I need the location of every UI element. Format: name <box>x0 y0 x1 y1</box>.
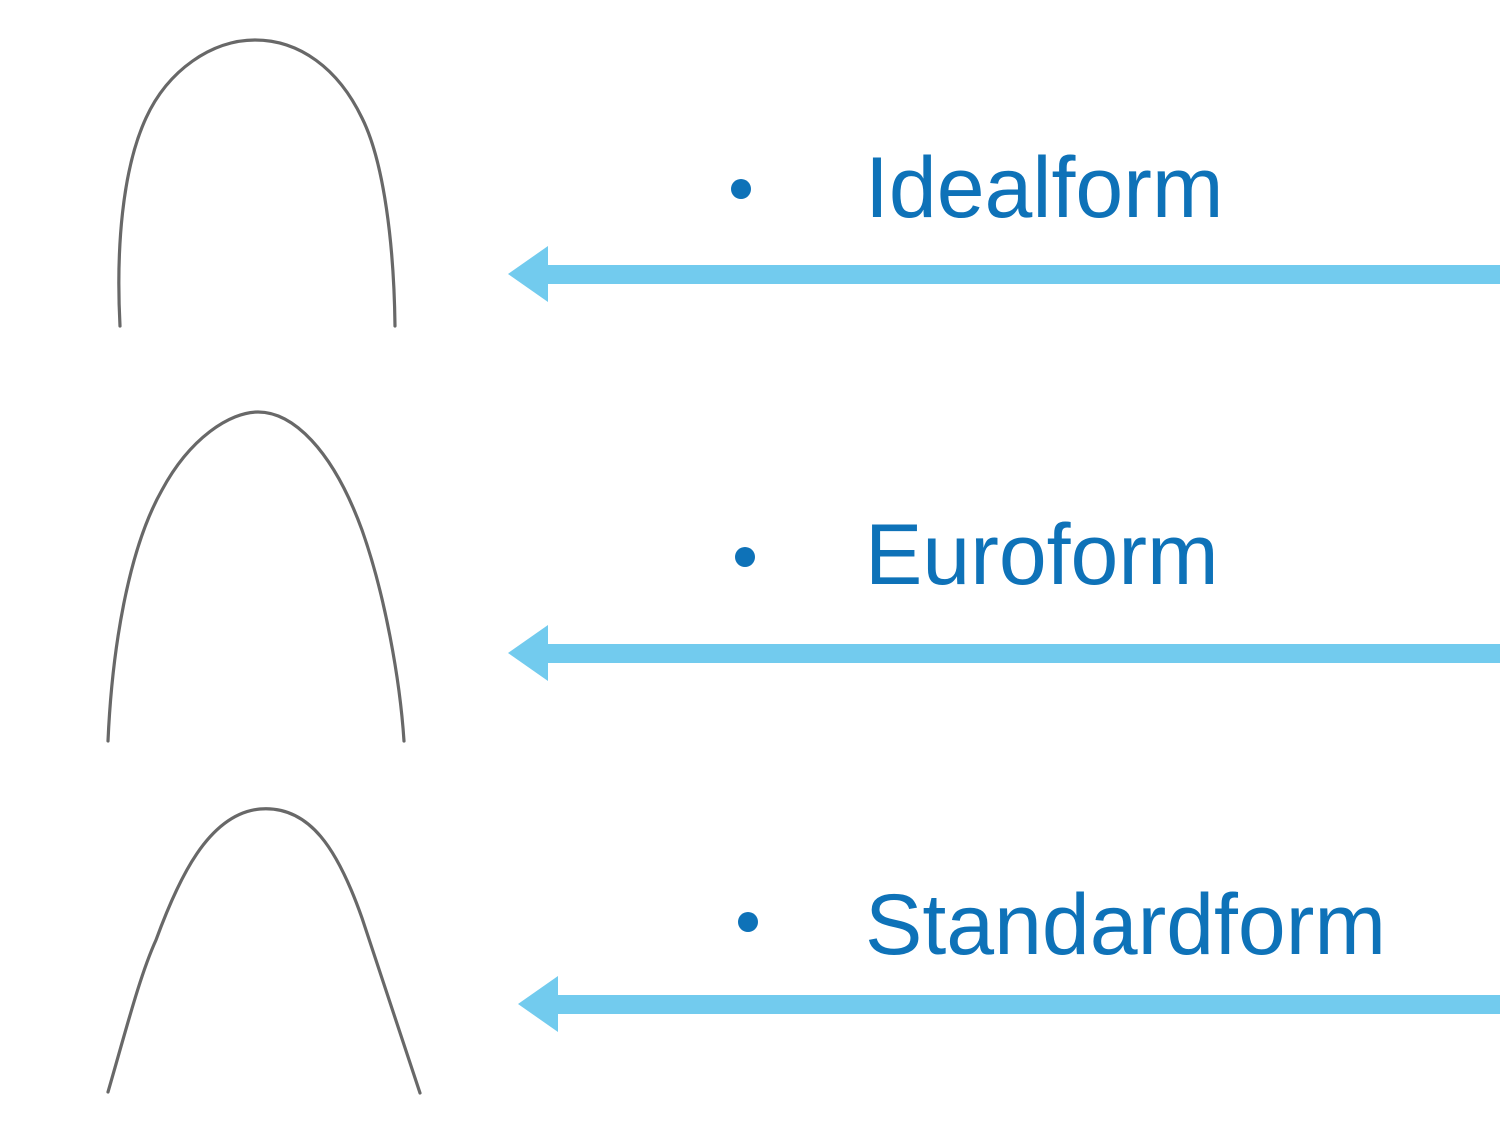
euroform-archwire-icon <box>106 410 406 743</box>
idealform-archwire-icon <box>117 38 397 328</box>
left-arrow <box>518 976 1500 1032</box>
left-arrow <box>508 246 1500 302</box>
arrow-head-icon <box>508 246 548 302</box>
arrow-shaft <box>558 994 1500 1014</box>
euroform-label: Euroform <box>865 507 1219 603</box>
bullet-icon <box>735 547 755 567</box>
standardform-label: Standardform <box>865 877 1387 973</box>
arrow-head-icon <box>508 625 548 681</box>
arrow-shaft <box>548 643 1500 663</box>
standardform-archwire-icon <box>106 807 422 1095</box>
idealform-label: Idealform <box>865 140 1224 236</box>
bullet-icon <box>731 179 751 199</box>
bullet-icon <box>738 912 758 932</box>
arrow-shaft <box>548 264 1500 284</box>
arrow-head-icon <box>518 976 558 1032</box>
left-arrow <box>508 625 1500 681</box>
